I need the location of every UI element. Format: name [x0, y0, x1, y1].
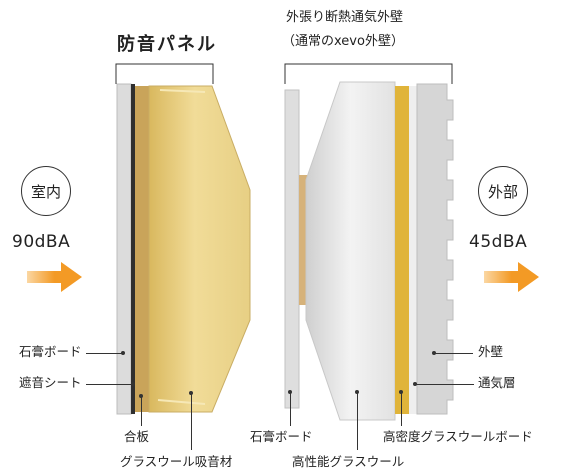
- leader-gypsum-left: [86, 353, 122, 354]
- label-plywood: 合板: [124, 429, 150, 444]
- outdoor-circle: 外部: [478, 166, 528, 216]
- left-panel-title: 防音パネル: [117, 34, 217, 55]
- dot-exterior-wall: [432, 351, 436, 355]
- dot-sound-sheet: [131, 382, 135, 386]
- dot-glasswool-absorber: [189, 391, 193, 395]
- leader-air-layer: [416, 384, 474, 385]
- dot-plywood: [139, 394, 143, 398]
- label-air-layer: 通気層: [478, 375, 516, 390]
- leader-gypsum-right: [290, 392, 291, 426]
- leader-hp-glasswool: [357, 392, 358, 450]
- leader-hd-glasswool-board: [401, 392, 402, 426]
- dot-air-layer: [413, 382, 417, 386]
- outdoor-label: 外部: [487, 182, 518, 201]
- dot-gypsum-left: [121, 351, 125, 355]
- right-panel-title-line1: 外張り断熱通気外壁: [286, 10, 404, 25]
- outdoor-db-value: 45dBA: [469, 232, 528, 252]
- outdoor-arrow-icon: [484, 262, 539, 292]
- right-panel-title-line2: （通常のxevo外壁）: [282, 34, 404, 49]
- label-hd-glasswool-board: 高密度グラスウールボード: [383, 429, 533, 444]
- dot-hp-glasswool: [355, 390, 359, 394]
- leader-exterior-wall: [435, 353, 473, 354]
- indoor-arrow-icon: [27, 262, 82, 292]
- indoor-circle: 室内: [21, 166, 71, 216]
- indoor-db-value: 90dBA: [12, 232, 71, 252]
- label-exterior-wall: 外壁: [478, 344, 504, 359]
- label-gypsum-board-left: 石膏ボード: [19, 344, 82, 359]
- leader-glasswool-absorber: [191, 393, 192, 450]
- label-glasswool-absorber: グラスウール吸音材: [120, 454, 233, 469]
- indoor-label: 室内: [30, 182, 61, 201]
- dot-gypsum-right: [288, 390, 292, 394]
- label-sound-sheet: 遮音シート: [19, 375, 82, 390]
- dot-hd-glasswool-board: [399, 390, 403, 394]
- leader-sound-sheet: [86, 384, 132, 385]
- label-gypsum-board-right: 石膏ボード: [250, 429, 313, 444]
- leader-plywood: [141, 396, 142, 426]
- label-hp-glasswool: 高性能グラスウール: [292, 454, 405, 469]
